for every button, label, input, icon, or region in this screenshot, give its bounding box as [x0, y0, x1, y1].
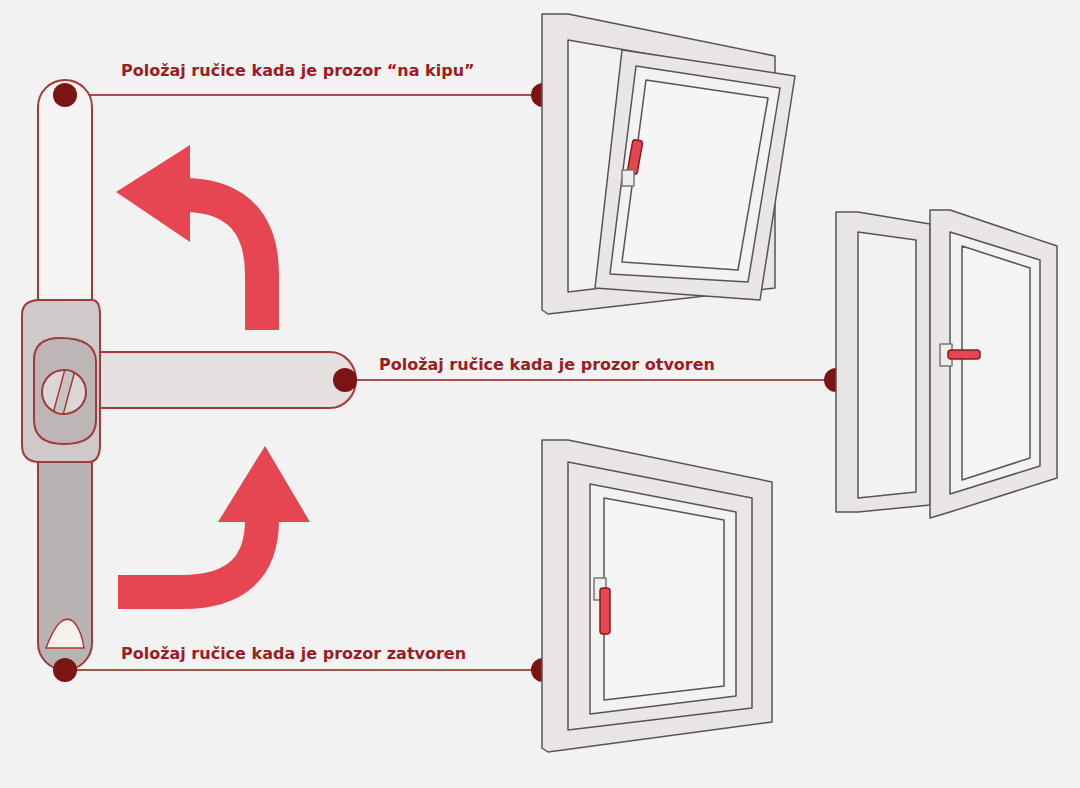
window-closed	[542, 440, 772, 752]
handle-closed	[38, 330, 92, 670]
window-open	[836, 210, 1057, 518]
handle-neck	[34, 338, 96, 444]
position-label: Položaj ručice kada je prozor “na kipu”	[118, 61, 478, 81]
rotation-arrows	[116, 145, 310, 592]
handle-open	[90, 352, 356, 408]
handle-grip	[46, 619, 84, 648]
lock-cylinder	[42, 370, 86, 414]
position-label: Položaj ručice kada je prozor zatvoren	[118, 644, 469, 664]
rosette	[22, 300, 100, 462]
position-label: Položaj ručice kada je prozor otvoren	[376, 355, 718, 375]
lock-key	[53, 369, 74, 414]
window-tilt	[542, 14, 795, 314]
